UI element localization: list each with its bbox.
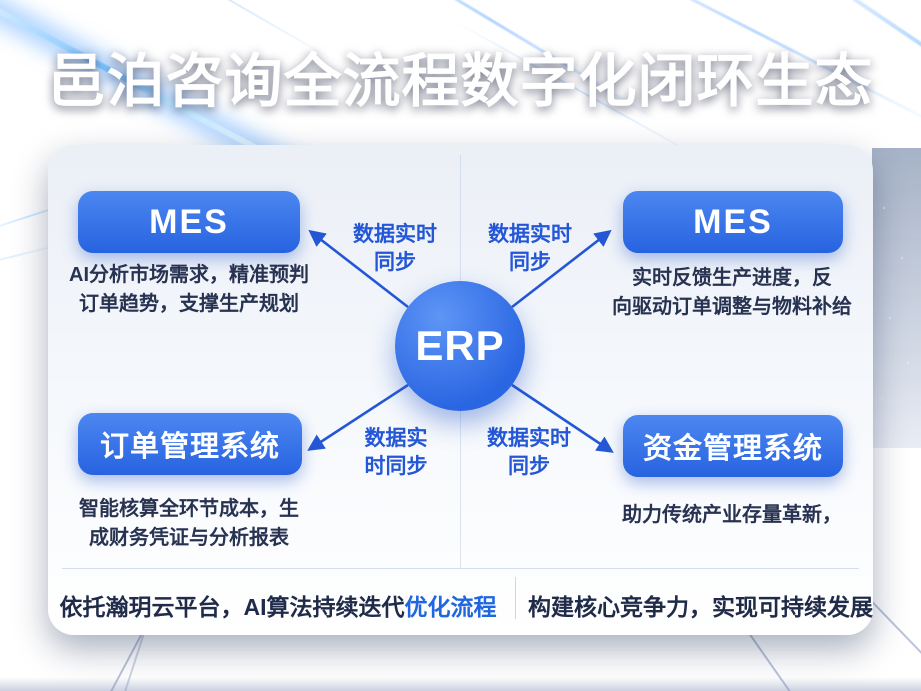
node-label: 资金管理系统	[642, 433, 823, 465]
footer-divider	[62, 568, 859, 569]
floor-shadow	[0, 677, 921, 691]
sync-line: 数据实时	[487, 427, 571, 450]
node-box-order-management: 订单管理系统	[78, 413, 302, 475]
node-desc-mes-right: 实时反馈生产进度，反 向驱动订单调整与物料补给	[596, 264, 868, 322]
node-box-capital-management: 资金管理系统	[623, 415, 843, 477]
desc-line: 订单趋势，支撑生产规划	[79, 293, 299, 315]
node-box-mes-left: MES	[78, 191, 300, 253]
page-title: 邑泊咨询全流程数字化闭环生态	[47, 49, 874, 114]
sync-line: 数据实	[364, 427, 428, 450]
sync-label-top-right: 数据实时 同步	[468, 221, 592, 277]
arrow-top-right	[511, 229, 612, 309]
sync-line: 数据实时	[488, 223, 572, 246]
arrow-bottom-left	[307, 383, 409, 451]
node-box-mes-right: MES	[623, 191, 843, 253]
erp-label: ERP	[415, 322, 505, 369]
node-desc-order-management: 智能核算全环节成本，生 成财务凭证与分析报表	[53, 495, 325, 553]
node-desc-capital-management: 助力传统产业存量革新，	[596, 501, 868, 530]
desc-line: 助力传统产业存量革新，	[622, 504, 842, 526]
desc-line: 智能核算全环节成本，生	[79, 498, 299, 520]
diagram-card: MES AI分析市场需求，精准预判 订单趋势，支撑生产规划 MES 实时反馈生产…	[48, 145, 873, 635]
sync-line: 同步	[374, 251, 416, 274]
footer-left-prefix: 依托瀚玥云平台，AI算法持续迭代	[59, 594, 405, 620]
node-desc-mes-left: AI分析市场需求，精准预判 订单趋势，支撑生产规划	[53, 261, 325, 319]
footer-right-text: 构建核心竞争力，实现可持续发展	[528, 594, 873, 620]
footer-vertical-divider	[515, 577, 516, 619]
sync-line: 数据实时	[353, 223, 437, 246]
desc-line: AI分析市场需求，精准预判	[69, 264, 309, 286]
arrow-lines	[307, 229, 614, 453]
node-label: 订单管理系统	[99, 431, 280, 463]
erp-circle: ERP	[395, 281, 525, 411]
footer-left-highlight: 优化流程	[404, 594, 497, 620]
sync-label-bottom-left: 数据实 时同步	[334, 425, 458, 481]
desc-line: 成财务凭证与分析报表	[89, 527, 289, 549]
sync-line: 同步	[509, 251, 551, 274]
node-label: MES	[149, 202, 229, 241]
footer-left-text: 依托瀚玥云平台，AI算法持续迭代优化流程	[53, 588, 503, 622]
background-city-lights	[872, 148, 921, 448]
desc-line: 实时反馈生产进度，反	[632, 267, 832, 289]
arrow-top-left	[308, 229, 409, 309]
desc-line: 向驱动订单调整与物料补给	[612, 296, 852, 318]
sync-line: 时同步	[364, 455, 428, 478]
sync-label-bottom-right: 数据实时 同步	[467, 425, 591, 481]
sync-label-top-left: 数据实时 同步	[333, 221, 457, 277]
sync-line: 同步	[508, 455, 550, 478]
arrow-bottom-right	[511, 383, 614, 453]
node-label: MES	[693, 202, 773, 241]
